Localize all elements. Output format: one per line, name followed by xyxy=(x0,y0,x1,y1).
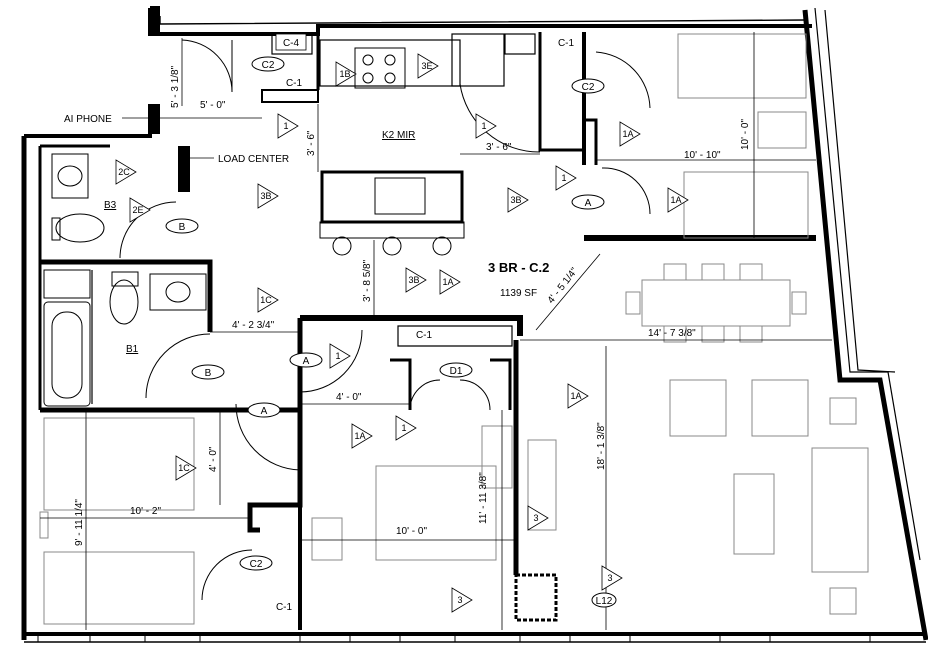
tag-c2-top-left: C2 xyxy=(262,60,275,71)
tag-c2-bottom: C2 xyxy=(250,559,263,570)
tag-c1-bottom: C-1 xyxy=(276,602,293,613)
marker-3-bottom: 3 xyxy=(457,595,462,605)
dim-1: 5' - 3 1/8" xyxy=(170,65,181,108)
room-bath3-label: B3 xyxy=(104,200,117,211)
unit-area: 1139 SF xyxy=(500,288,537,299)
marker-1a-bedroom: 1A xyxy=(622,129,633,139)
tags: C-4 C-1 C-1 C-1 C-1 C2 C2 C2 D1 L12 A A … xyxy=(165,33,617,613)
marker-3b-right: 3B xyxy=(510,195,521,205)
callouts: AI PHONE LOAD CENTER xyxy=(64,114,289,165)
marker-3b-mid: 3B xyxy=(408,275,419,285)
marker-3b-left: 3B xyxy=(260,191,271,201)
marker-1a-mid: 1A xyxy=(442,277,453,287)
tag-b-bath1: B xyxy=(205,368,212,379)
tag-b-bath3: B xyxy=(179,222,186,233)
marker-1b: 1B xyxy=(339,69,350,79)
dim-9: 4' - 2 3/4" xyxy=(232,320,275,331)
dim-17: 9' - 11 1/4" xyxy=(74,499,85,546)
tag-a-hall: A xyxy=(303,356,310,367)
dim-3: 3' - 6" xyxy=(306,130,317,156)
tag-c1-kitchen: C-1 xyxy=(286,78,303,89)
dim-4: 3' - 6" xyxy=(486,142,512,153)
marker-1a-hall: 1A xyxy=(354,431,365,441)
marker-2c: 2C xyxy=(118,167,130,177)
tag-d1: D1 xyxy=(450,366,463,377)
windows-bottom xyxy=(37,634,871,642)
tag-c4: C-4 xyxy=(283,38,300,49)
marker-1c-bedroom: 1C xyxy=(178,463,190,473)
dim-16: 10' - 0" xyxy=(396,526,427,537)
tag-c2-top-right: C2 xyxy=(582,82,595,93)
marker-1-hall: 1 xyxy=(335,351,340,361)
dim-2: 5' - 0" xyxy=(200,100,226,111)
unit-name: 3 BR - C.2 xyxy=(488,260,549,275)
dim-12: 18' - 1 3/8" xyxy=(596,422,607,470)
marker-1-kitchen: 1 xyxy=(481,121,486,131)
dim-6: 10' - 0" xyxy=(740,119,751,150)
dim-13: 4' - 0" xyxy=(208,446,219,472)
room-kitchen-label: K2 MIR xyxy=(382,130,415,141)
tag-c1-bedroom-top: C-1 xyxy=(558,38,575,49)
dim-7: 4' - 5 1/4" xyxy=(546,266,581,306)
marker-1-door-top: 1 xyxy=(561,173,566,183)
marker-1a-bedroom2: 1A xyxy=(670,195,681,205)
dim-5: 10' - 10" xyxy=(684,150,721,161)
bath-fixtures xyxy=(43,153,207,407)
triangle-markers: 1B 3E 1 1 2C 2E 3B 3B 1 1A 1A 1C 3B 1A 1… xyxy=(115,53,689,613)
marker-1c-bath1: 1C xyxy=(260,295,272,305)
dim-8: 3' - 8 5/8" xyxy=(362,259,373,302)
door-swings xyxy=(119,39,651,601)
dim-14: 11' - 11 3/8" xyxy=(478,472,489,524)
exterior-walls xyxy=(21,6,928,643)
room-bath1-label: B1 xyxy=(126,344,139,355)
marker-1a-living: 1A xyxy=(570,391,581,401)
marker-2e: 2E xyxy=(132,205,143,215)
load-center-label: LOAD CENTER xyxy=(218,154,289,165)
marker-1-hall2: 1 xyxy=(401,423,406,433)
dim-10: 14' - 7 3/8" xyxy=(648,328,696,339)
room-labels: K2 MIR B3 B1 3 BR - C.2 1139 SF xyxy=(104,130,549,355)
tag-a-bedroom-left: A xyxy=(261,406,268,417)
dim-11: 4' - 0" xyxy=(336,392,362,403)
tag-l12: L12 xyxy=(596,596,613,607)
tag-a-bedroom-top: A xyxy=(585,198,592,209)
marker-3e: 3E xyxy=(421,61,432,71)
marker-1-top: 1 xyxy=(283,121,288,131)
furniture xyxy=(39,33,869,625)
dim-15: 10' - 2" xyxy=(130,506,161,517)
tag-c1-hall: C-1 xyxy=(416,330,433,341)
marker-3-corner: 3 xyxy=(607,573,612,583)
marker-3-right: 3 xyxy=(533,513,538,523)
ai-phone-label: AI PHONE xyxy=(64,114,112,125)
